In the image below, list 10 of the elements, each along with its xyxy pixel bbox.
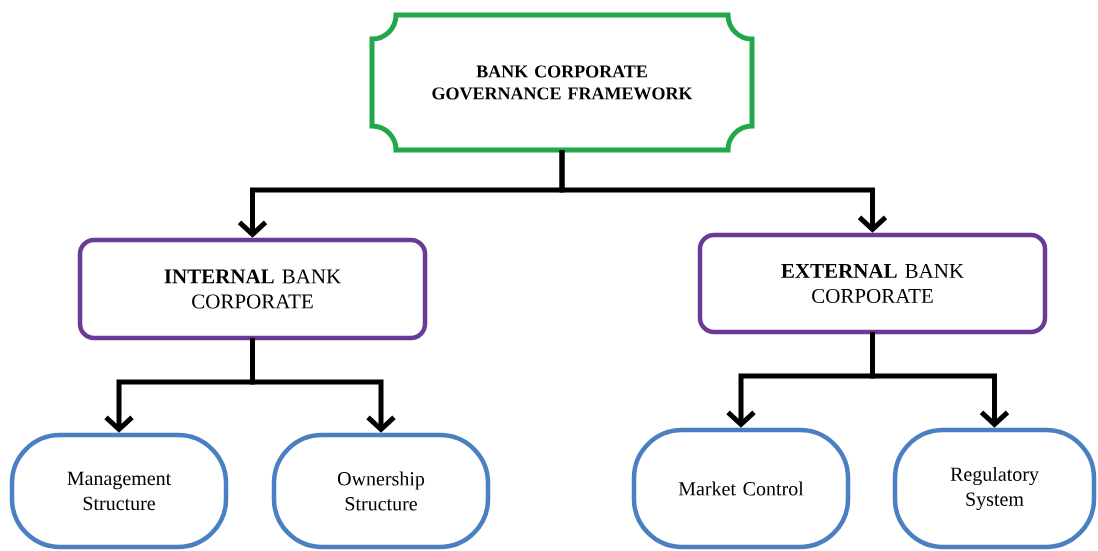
item-box: Ownership Structure	[271, 432, 491, 550]
arrow	[250, 338, 396, 433]
arrow	[559, 150, 888, 233]
item-box: Management Structure	[9, 432, 229, 550]
category-box: EXTERNAL BANK CORPORATE	[697, 232, 1048, 335]
item-box: Regulatory System	[892, 427, 1097, 550]
title-box: BANK CORPORATE GOVERNANCE FRAMEWORK	[369, 12, 755, 153]
item-box: Market Control	[631, 427, 851, 550]
arrow	[870, 332, 1010, 428]
category-box: INTERNAL BANK CORPORATE	[77, 237, 428, 341]
